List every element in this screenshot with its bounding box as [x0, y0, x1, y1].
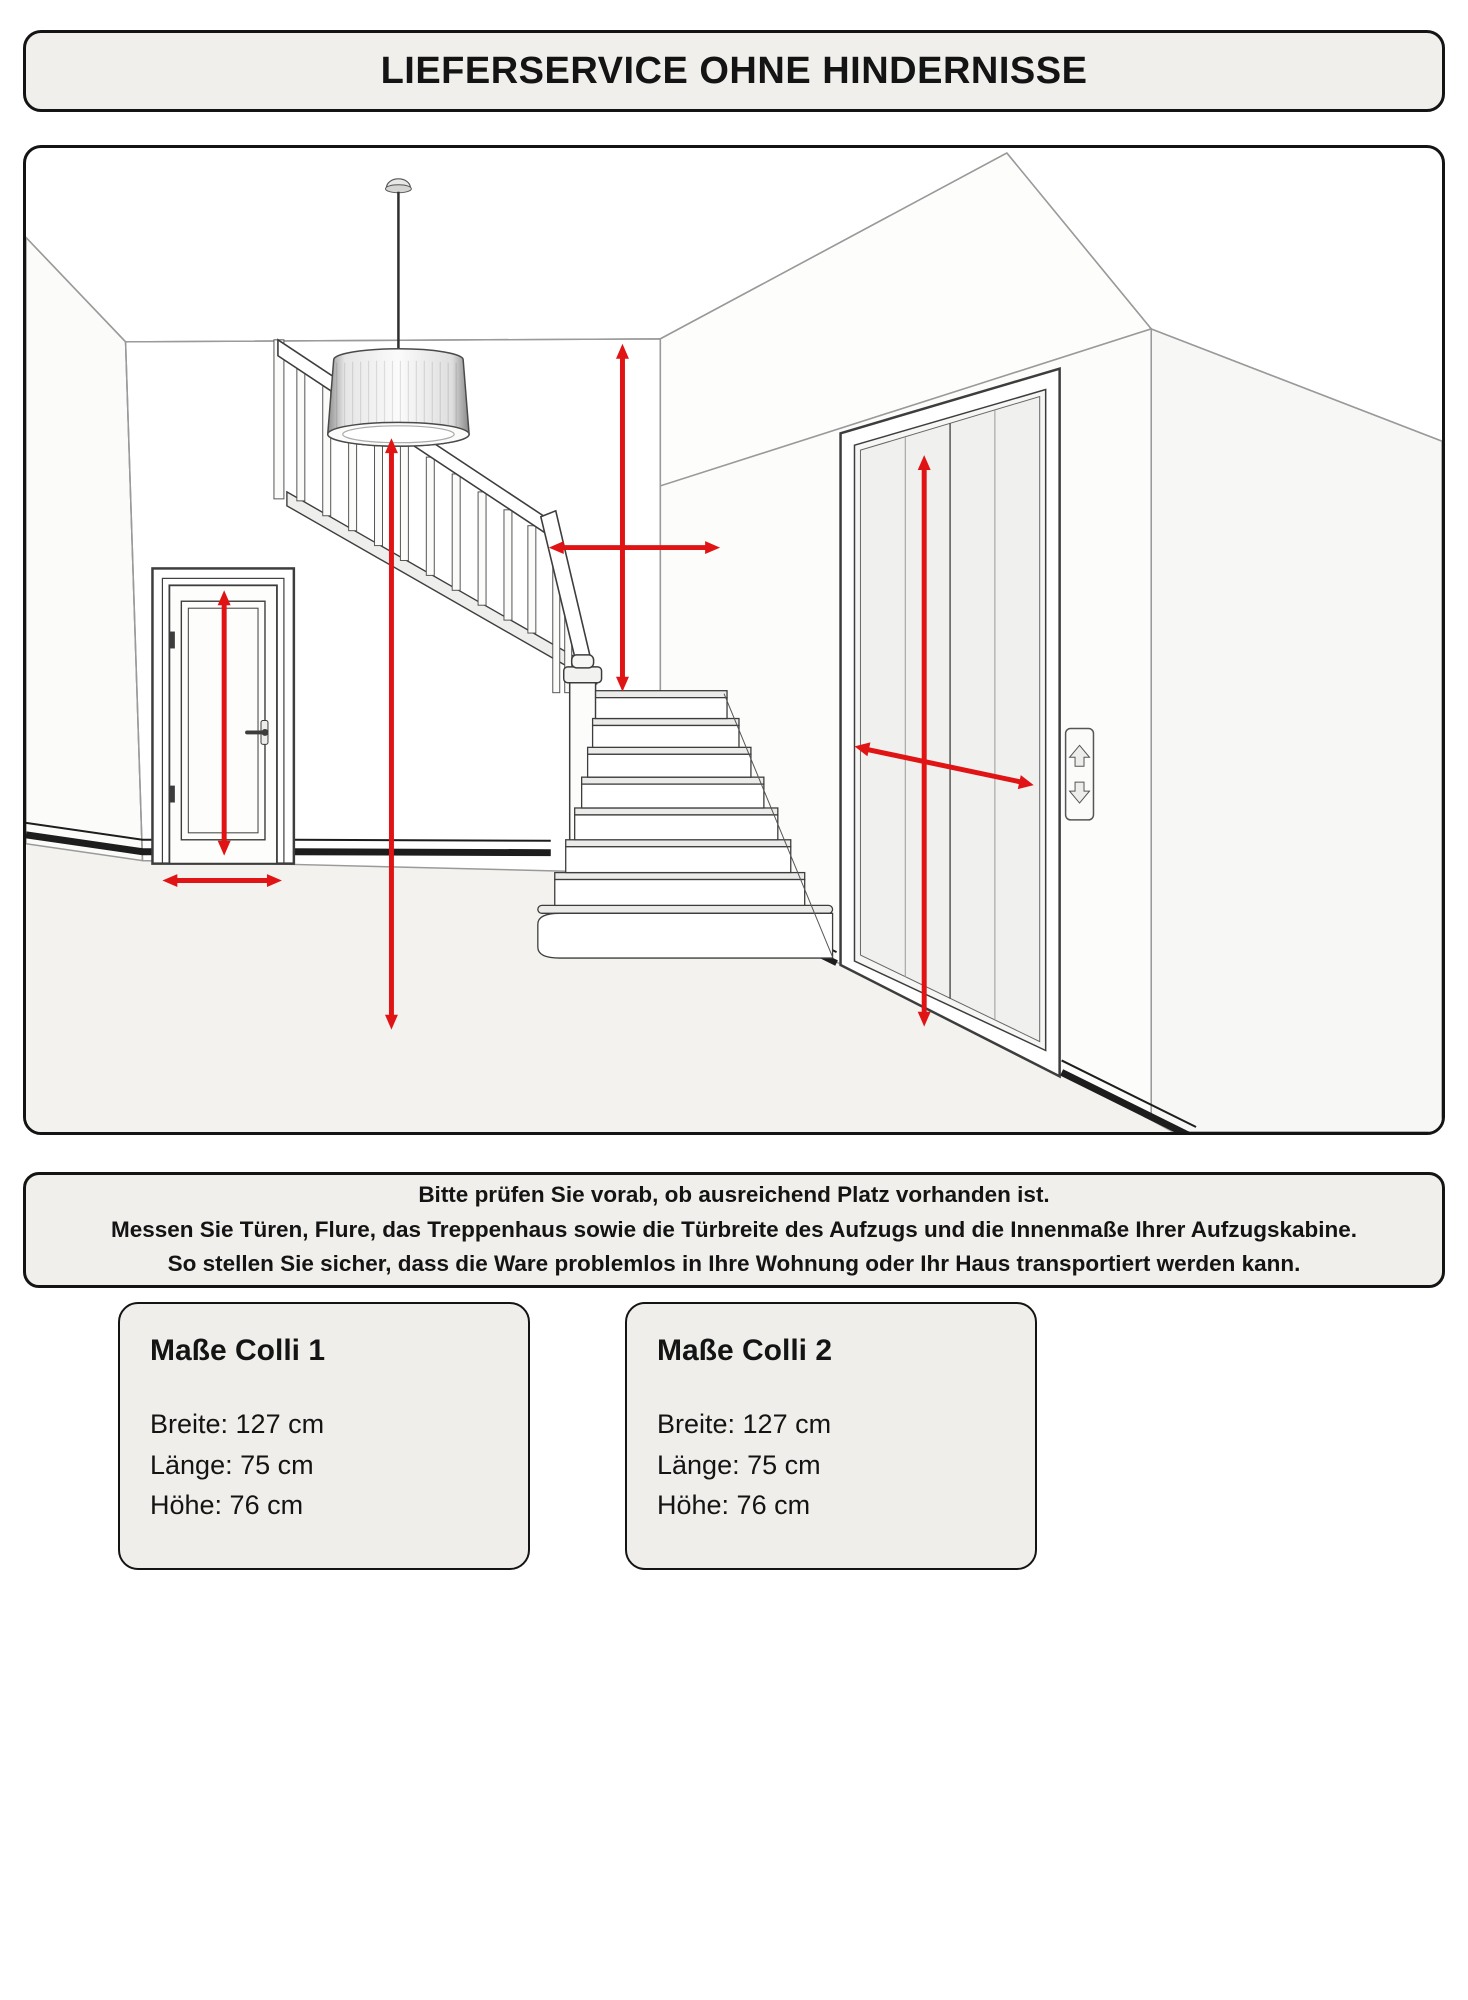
measure-arrow-door-height	[217, 590, 231, 856]
elevator	[839, 366, 1061, 1079]
measure-arrow-elevator-door-height	[917, 455, 931, 1027]
measure-arrow-door-width	[162, 874, 282, 887]
spec-breite: Breite: 127 cm	[657, 1409, 832, 1439]
door-hinge	[168, 631, 175, 649]
left-wall	[26, 236, 144, 862]
card-title: Maße Colli 2	[657, 1334, 833, 1367]
title-banner: LIEFERSERVICE OHNE HINDERNISSE	[23, 30, 1445, 112]
staircase-with-balustrade	[273, 338, 834, 959]
handrail-turn	[539, 509, 598, 691]
measure-arrow-stair-width	[548, 541, 721, 555]
pendant-lamp	[326, 178, 470, 447]
measurement-arrows	[162, 343, 1034, 1030]
door-handle	[245, 720, 269, 745]
notice-box: Bitte prüfen Sie vorab, ob ausreichend P…	[23, 1172, 1445, 1288]
steps	[537, 690, 834, 959]
measure-arrow-stair-headroom	[616, 343, 629, 692]
card-colli-2: Maße Colli 2 Breite: 127 cm Länge: 75 cm…	[625, 1302, 1037, 1570]
interior-door	[151, 567, 296, 865]
measure-arrow-floor-to-lamp	[384, 438, 398, 1030]
measure-arrow-elevator-cab-width	[854, 742, 1034, 790]
package-dimension-cards: Maße Colli 1 Breite: 127 cm Länge: 75 cm…	[118, 1302, 1037, 1570]
card-colli-1: Maße Colli 1 Breite: 127 cm Länge: 75 cm…	[118, 1302, 530, 1570]
notice-line: Bitte prüfen Sie vorab, ob ausreichend P…	[418, 1181, 1050, 1207]
hallway-illustration-frame	[23, 145, 1445, 1135]
elevator-call-panel	[1064, 727, 1095, 821]
floor	[26, 843, 1174, 1132]
spec-hoehe: Höhe: 76 cm	[150, 1490, 304, 1520]
spec-laenge: Länge: 75 cm	[657, 1449, 821, 1480]
spec-breite: Breite: 127 cm	[150, 1409, 325, 1439]
call-button-down-icon	[1068, 781, 1091, 804]
far-right-wall	[1150, 327, 1442, 1132]
notice-line: Messen Sie Türen, Flure, das Treppenhaus…	[110, 1216, 1358, 1242]
lamp-diffuser	[342, 425, 455, 444]
card-title: Maße Colli 1	[150, 1334, 326, 1367]
balusters	[296, 368, 573, 694]
page-title: LIEFERSERVICE OHNE HINDERNISSE	[380, 49, 1088, 92]
spec-laenge: Länge: 75 cm	[150, 1449, 314, 1480]
door-hinge	[168, 785, 175, 803]
spec-hoehe: Höhe: 76 cm	[657, 1490, 811, 1520]
call-button-up-icon	[1068, 744, 1091, 767]
wall-corner-lines	[26, 152, 1442, 1121]
notice-line: So stellen Sie sicher, dass die Ware pro…	[167, 1251, 1301, 1277]
rail-end-post	[273, 339, 285, 500]
hallway-illustration	[26, 152, 1442, 1132]
